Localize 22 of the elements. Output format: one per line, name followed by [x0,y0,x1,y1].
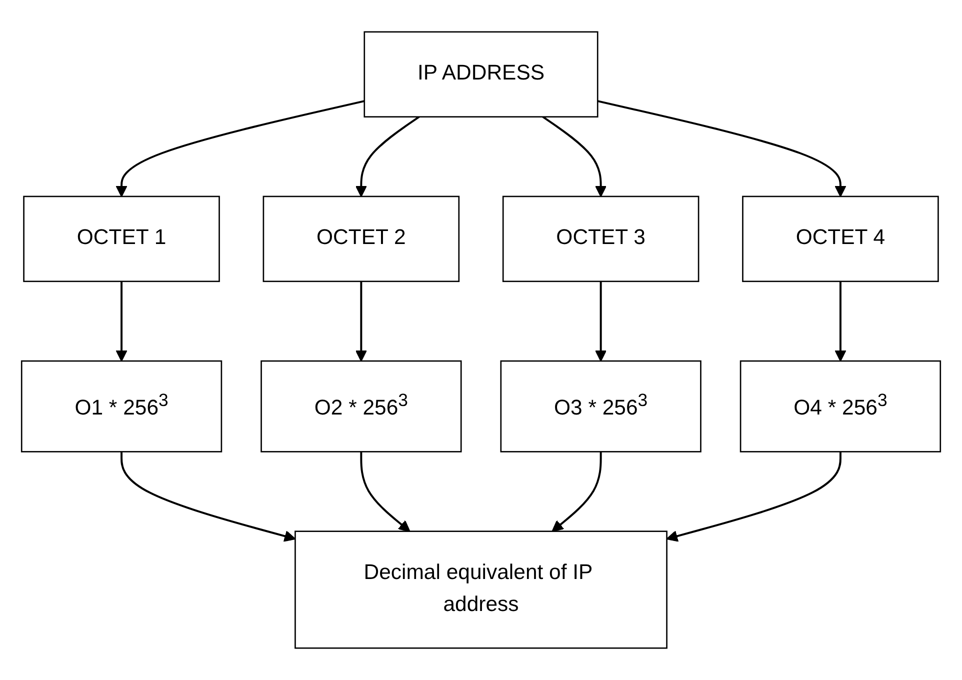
arrow [116,281,128,362]
arrow [355,281,368,362]
arrow [120,452,296,542]
node-box: OCTET 3 [502,196,700,282]
arrow [594,281,607,362]
node-box: OCTET 4 [742,196,939,282]
node-box: O2 * 256$^{3}$ [260,360,462,452]
node-box: O3 * 256$^{3}$ [500,360,702,452]
node-box: Decimal equivalent of IP address [294,530,668,649]
arrow [116,100,365,197]
arrow [542,116,607,197]
arrow [552,452,602,532]
node-box: O4 * 256$^{3}$ [740,360,942,452]
arrow [360,452,410,532]
node-box: OCTET 1 [23,196,220,282]
node-box: OCTET 2 [262,196,460,282]
arrow [597,100,846,197]
node-box: IP ADDRESS [364,31,598,118]
node-box: O1 * 256$^{3}$ [20,360,222,452]
arrow [834,281,846,362]
arrow [666,452,842,542]
arrow [355,116,420,197]
